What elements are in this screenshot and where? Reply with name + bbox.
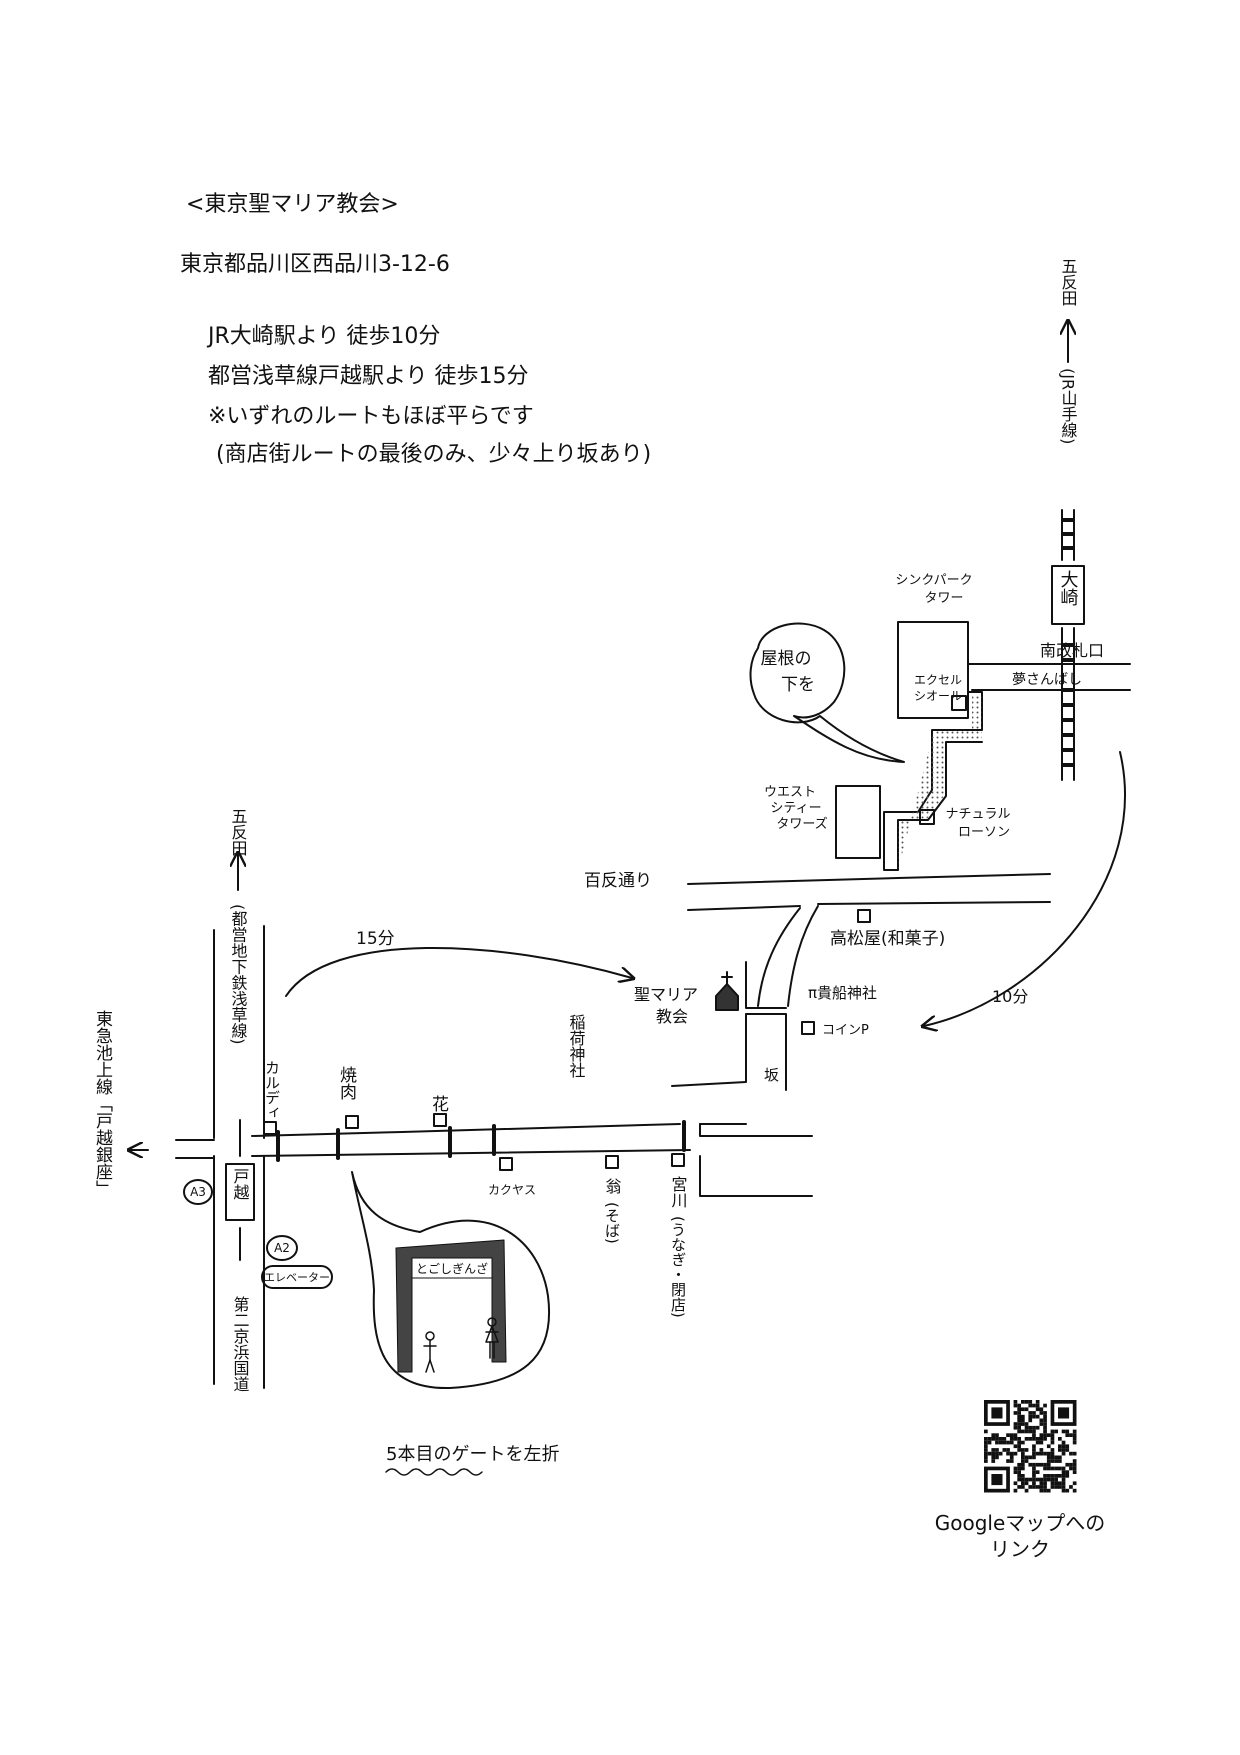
route-note-slope: (商店街ルートの最後のみ、少々上り坂あり)	[216, 442, 652, 467]
subway-gotanda-label: 五反田	[229, 808, 248, 856]
think-park-label-1: シンクパーク	[895, 573, 972, 588]
coin-parking-label: コインP	[822, 1023, 869, 1038]
shotengai-gate-drawing	[395, 1239, 507, 1373]
church-address: 東京都品川区西品川3-12-6	[180, 252, 450, 277]
access-jr: JR大崎駅より 徒歩10分	[208, 324, 441, 349]
jr-yamanote-line	[1061, 509, 1075, 781]
elevator-label: エレベーター	[264, 1271, 330, 1284]
hana-marker	[433, 1113, 447, 1127]
shrine-road-east	[787, 905, 819, 1007]
slope-label: 坂	[764, 1066, 779, 1084]
okina-reading-label: (そば)	[603, 1202, 621, 1244]
route-note: ※いずれのルートもほぼ平らです	[208, 404, 534, 429]
exit-a2-circle	[266, 1235, 298, 1261]
elevator-box	[261, 1265, 333, 1289]
west-city-label-3: タワーズ	[776, 816, 827, 832]
hana-label: 花	[432, 1095, 449, 1115]
asakusa-line-label: (都営地下鉄浅草線)	[229, 904, 248, 1044]
natural-lawson-marker	[919, 809, 935, 825]
gate-sign-label: とごしぎんざ	[416, 1261, 488, 1276]
kakuyasu-marker	[499, 1157, 513, 1171]
route-15min-label: 15分	[356, 929, 395, 949]
church-block-upper	[745, 961, 787, 1009]
church-label-2: 教会	[656, 1007, 688, 1026]
church-label-1: 聖マリア	[634, 985, 698, 1004]
yume-bridge-label: 夢さんばし	[1012, 672, 1082, 688]
route-10min-label: 10分	[992, 987, 1028, 1006]
inari-shrine-label: 稲荷神社	[567, 1014, 586, 1078]
think-park-label-2: タワー	[924, 591, 963, 606]
google-maps-qr-code[interactable]	[984, 1400, 1077, 1493]
togoshi-station-box	[225, 1163, 255, 1221]
miyagawa-marker	[671, 1153, 685, 1167]
bubble-label-2: 下を	[781, 675, 815, 695]
yakiniku-marker	[345, 1115, 359, 1129]
hyakutan-dori-road-north	[687, 873, 1051, 885]
kifune-shrine-label: π貴船神社	[808, 984, 877, 1002]
gate-drawing-bubble	[351, 1171, 551, 1390]
route-15min-arc	[285, 947, 632, 997]
okina-marker	[605, 1155, 619, 1169]
osaki-station-label: 大崎	[1058, 570, 1079, 606]
tokyu-ikegami-label: 東急池上線「戸越銀座」	[92, 1010, 113, 1197]
shotengai-gates	[276, 1120, 686, 1162]
natural-lawson-label-1: ナチュラル	[945, 807, 1010, 822]
exit-a3-circle	[183, 1179, 213, 1205]
excel-shop-marker	[951, 695, 967, 711]
okina-label: 翁	[603, 1178, 622, 1194]
instruction-underline	[385, 1468, 483, 1476]
qr-caption: Googleマップへの リンク	[920, 1510, 1120, 1562]
excel-label-1: エクセル	[914, 673, 962, 687]
west-city-label-1: ウエスト	[764, 785, 816, 800]
coin-parking-marker	[801, 1021, 815, 1035]
slope-road	[671, 1013, 747, 1087]
south-side-road	[699, 1155, 813, 1197]
togoshi-station-label: 戸越	[231, 1168, 250, 1200]
slope-road-link	[699, 1123, 813, 1137]
hyakutan-dori-road-south-west	[687, 905, 801, 911]
osaki-station-box	[1051, 565, 1085, 625]
access-subway: 都営浅草線戸越駅より 徒歩15分	[208, 364, 529, 389]
church-block-lower	[745, 1013, 787, 1091]
daini-keihin-label: 第二京浜国道	[231, 1296, 250, 1392]
jr-yamanote-label: (JR山手線)	[1059, 368, 1078, 444]
takamatsuya-marker	[857, 909, 871, 923]
pedestrian-figures	[423, 1317, 499, 1373]
west-city-towers-building	[835, 785, 881, 859]
shrine-road-west	[757, 907, 801, 1007]
yakiniku-label: 焼肉	[336, 1066, 357, 1100]
miyagawa-label: 宮川	[669, 1176, 688, 1208]
takamatsuya-label: 高松屋(和菓子)	[830, 929, 945, 949]
south-exit-label: 南改札口	[1040, 641, 1104, 660]
miyagawa-note-label: (うなぎ・閉店)	[669, 1216, 687, 1318]
exit-a2-label: A2	[274, 1241, 290, 1255]
bubble-label-1: 屋根の	[761, 649, 812, 669]
west-city-label-2: シティー	[770, 801, 821, 816]
gate-instruction-label: 5本目のゲートを左折	[386, 1444, 559, 1465]
exit-a3-label: A3	[190, 1185, 206, 1199]
kakuyasu-label: カクヤス	[488, 1183, 536, 1197]
kaldi-label: カルディ	[263, 1060, 281, 1120]
natural-lawson-label-2: ローソン	[958, 825, 1010, 840]
under-roof-bubble	[749, 622, 905, 763]
excel-label-2: シオール	[914, 689, 962, 703]
think-park-tower-building	[897, 621, 969, 719]
togoshi-ginza-street-north	[251, 1123, 681, 1137]
qr-caption-line2: リンク	[990, 1537, 1050, 1561]
route-10min-arc	[924, 751, 1126, 1026]
hyakutan-dori-road-south-east	[817, 901, 1051, 905]
church-title: <東京聖マリア教会>	[186, 192, 399, 217]
qr-caption-line1: Googleマップへの	[934, 1511, 1106, 1535]
hyakutan-dori-label: 百反通り	[584, 871, 652, 891]
togoshi-ginza-street-south	[251, 1149, 691, 1157]
kaldi-marker	[263, 1121, 277, 1135]
church-marker	[715, 983, 739, 1011]
jr-gotanda-label: 五反田	[1059, 258, 1078, 306]
